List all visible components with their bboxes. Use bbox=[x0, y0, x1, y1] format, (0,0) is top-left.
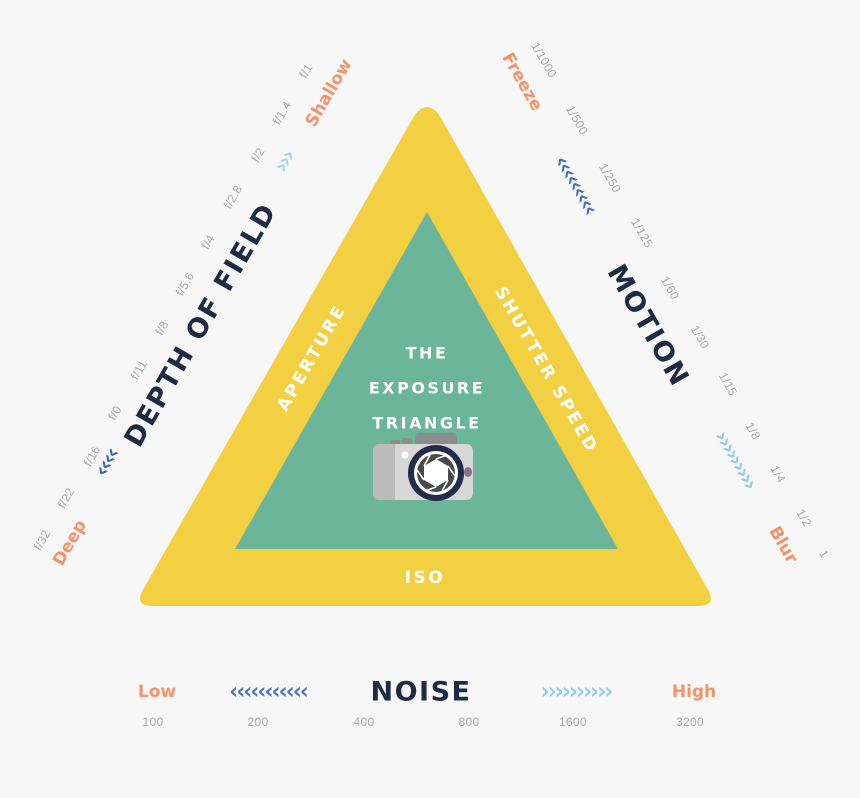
low-label: Low bbox=[137, 682, 177, 702]
camera-icon bbox=[373, 433, 473, 501]
iso-stop: 800 bbox=[458, 715, 480, 729]
iso-stop: 3200 bbox=[676, 715, 704, 729]
iso-stop: 400 bbox=[353, 715, 375, 729]
inner-triangle bbox=[235, 212, 618, 549]
high-label: High bbox=[671, 682, 717, 702]
iso-stop: 200 bbox=[247, 715, 269, 729]
iso-stop: 100 bbox=[142, 715, 164, 729]
diagram-title: THE EXPOSURE TRIANGLE bbox=[369, 336, 485, 441]
high-chevrons-icon: ›››››››››› bbox=[540, 679, 614, 705]
title-line-1: THE bbox=[405, 343, 449, 363]
iso-label: ISO bbox=[404, 568, 446, 588]
noise-title: NOISE bbox=[370, 676, 472, 708]
low-chevrons-icon: ‹‹‹‹‹‹‹‹‹‹‹ bbox=[229, 679, 309, 705]
title-line-3: TRIANGLE bbox=[372, 413, 482, 433]
iso-stop: 1600 bbox=[559, 715, 587, 729]
title-line-2: EXPOSURE bbox=[368, 378, 486, 398]
